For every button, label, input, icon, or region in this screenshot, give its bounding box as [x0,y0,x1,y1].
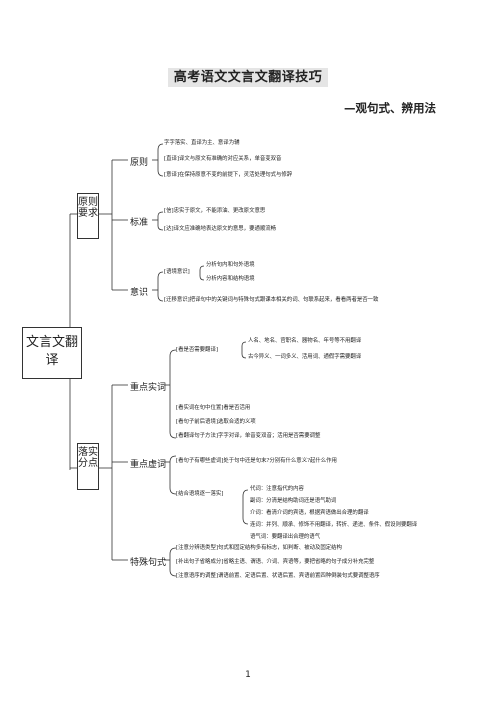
node-standard: 标准 [130,218,149,228]
branch-principles-box: 原则要求 [77,193,99,239]
awareness-transfer: [迁移意识]把译句中的关键词与特殊句式跟课本相关的词、句联系起来，看看两者是否一… [164,297,379,303]
mindmap-root-label: 文言文翻译 [25,335,78,368]
awareness-context-item-1: 分析句内和句外语境 [206,262,255,268]
content-other-item-3: [看翻译句子方法]字字对译，单音变双音；活用是否需要调整 [176,433,321,439]
function-item-1: 代词：注意指代的内容 [250,486,304,492]
node-special-sentences: 特殊句式 [130,558,167,568]
special-item-1: [注意分辨语类型]句式和固定结构多有标志，如判断、被动及固定结构 [176,545,342,551]
principle-item-3: [意译]在保持原意不变的前提下，灵活处理句式与修辞 [164,172,293,178]
function-item-3: 介词：看清介词的宾语，根据宾语做出合理的翻译 [250,510,369,516]
branch-implementation-box: 落实分点 [77,443,99,490]
page-number: 1 [245,670,251,680]
principle-item-2: [直译]译文与原文有准确的对应关系，单音变双音 [164,156,282,162]
node-awareness: 意识 [130,288,149,298]
awareness-context-item-2: 分析内容和结构语境 [206,276,255,282]
standard-item-2: [达]译文应准确地表达原文的意思，要通顺流畅 [164,226,277,232]
function-item-5: 语气词：要翻译出合理的语气 [250,534,321,540]
awareness-context-label: [语境意识] [164,269,190,275]
document-title: 高考语文文言文翻译技巧 [0,66,496,87]
principle-item-1: 字字落实、直译为主、意译为辅 [164,140,240,146]
function-item-2: 副词：分清是结构助词还是语气助词 [250,498,337,504]
standard-item-1: [信]忠实于原文，不能添油、更改原文意思 [164,208,266,214]
function-combine-label: [结合语境逐一落实] [176,491,224,497]
special-item-3: [注意语序的调整]谓语前置、定语后置、状语后置、宾语前置四种倒装句式要调整语序 [176,573,380,579]
node-function-words: 重点虚词 [130,460,167,470]
node-principle: 原则 [130,158,149,168]
function-position: [看句子有哪些虚词]处于句中还是句末?分别有什么意义?起什么作用 [176,458,337,464]
document-subtitle: —观句式、辨用法 [344,101,436,115]
mindmap-root: 文言文翻译 [22,327,82,379]
content-need-item-2: 古今异义、一词多义、活用词、通假字需要翻译 [248,354,362,360]
function-item-4: 连词：并列、顺承、修饰不用翻译，转折、递进、条件、假设则要翻译 [250,522,418,528]
node-content-words: 重点实词 [130,383,167,393]
special-item-2: [补出句子省略成分]省略主语、谓语、介词、宾语等，要把省略的句子成分补充完整 [176,559,375,565]
content-other-item-2: [看句子前后语境]选取合适的义项 [176,419,256,425]
content-need-item-1: 人名、地名、官职名、器物名、年号等不用翻译 [248,338,362,344]
document-title-text: 高考语文文言文翻译技巧 [167,68,329,87]
content-need-label: [看是否需要翻译] [176,347,218,353]
content-other-item-1: [看实词在句中位置]看是否活用 [176,405,251,411]
